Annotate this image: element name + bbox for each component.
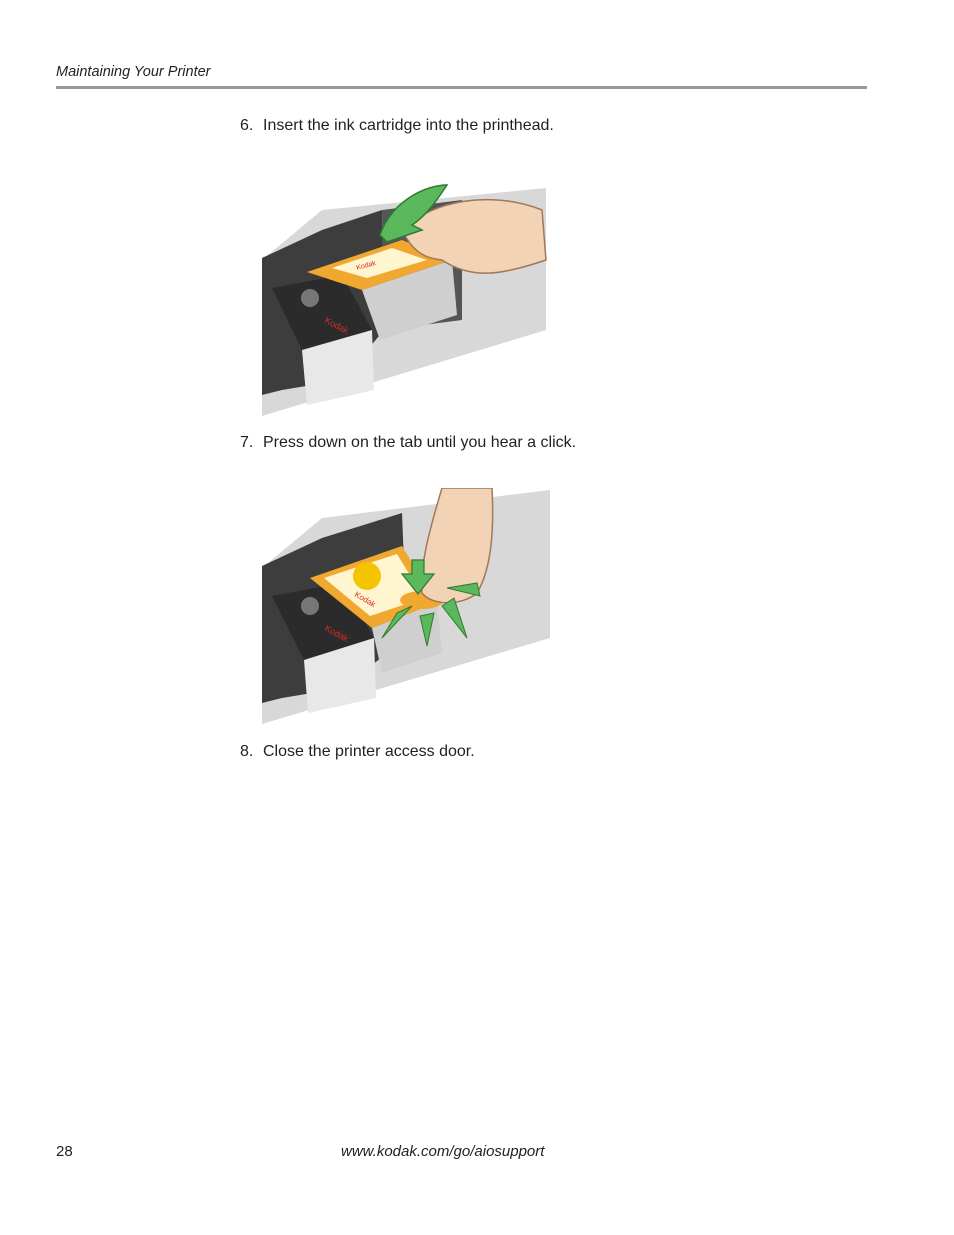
black-cartridge-side — [304, 638, 376, 713]
step-number: 7. — [240, 434, 254, 451]
color-cartridge-side — [362, 260, 457, 340]
click-burst-icon — [441, 597, 468, 639]
step-text: Close the printer access door. — [263, 743, 475, 760]
step-text: Insert the ink cartridge into the printh… — [263, 117, 554, 134]
page-number: 28 — [56, 1143, 73, 1160]
hand — [401, 198, 547, 274]
header-rule — [56, 86, 867, 89]
step-6: 6. Insert the ink cartridge into the prin… — [240, 117, 554, 135]
black-cartridge-side — [302, 330, 374, 405]
black-cartridge-top — [272, 275, 372, 350]
press-tab-illustration: Kodak Kodak — [262, 488, 552, 724]
click-burst-icon — [446, 582, 481, 597]
support-url: www.kodak.com/go/aiosupport — [341, 1143, 545, 1160]
step-number: 8. — [240, 743, 254, 760]
step-8: 8. Close the printer access door. — [240, 743, 475, 761]
step-text: Press down on the tab until you hear a c… — [263, 434, 577, 451]
insert-cartridge-illustration: Kodak Kodak — [262, 180, 548, 416]
click-burst-icon — [381, 605, 413, 639]
press-arrow-icon — [400, 559, 436, 595]
step-7: 7. Press down on the tab until you hear a… — [240, 434, 576, 452]
step-number: 6. — [240, 117, 254, 134]
running-header: Maintaining Your Printer — [56, 64, 211, 80]
insert-arrow-icon — [379, 184, 449, 243]
click-burst-icon — [419, 612, 435, 647]
